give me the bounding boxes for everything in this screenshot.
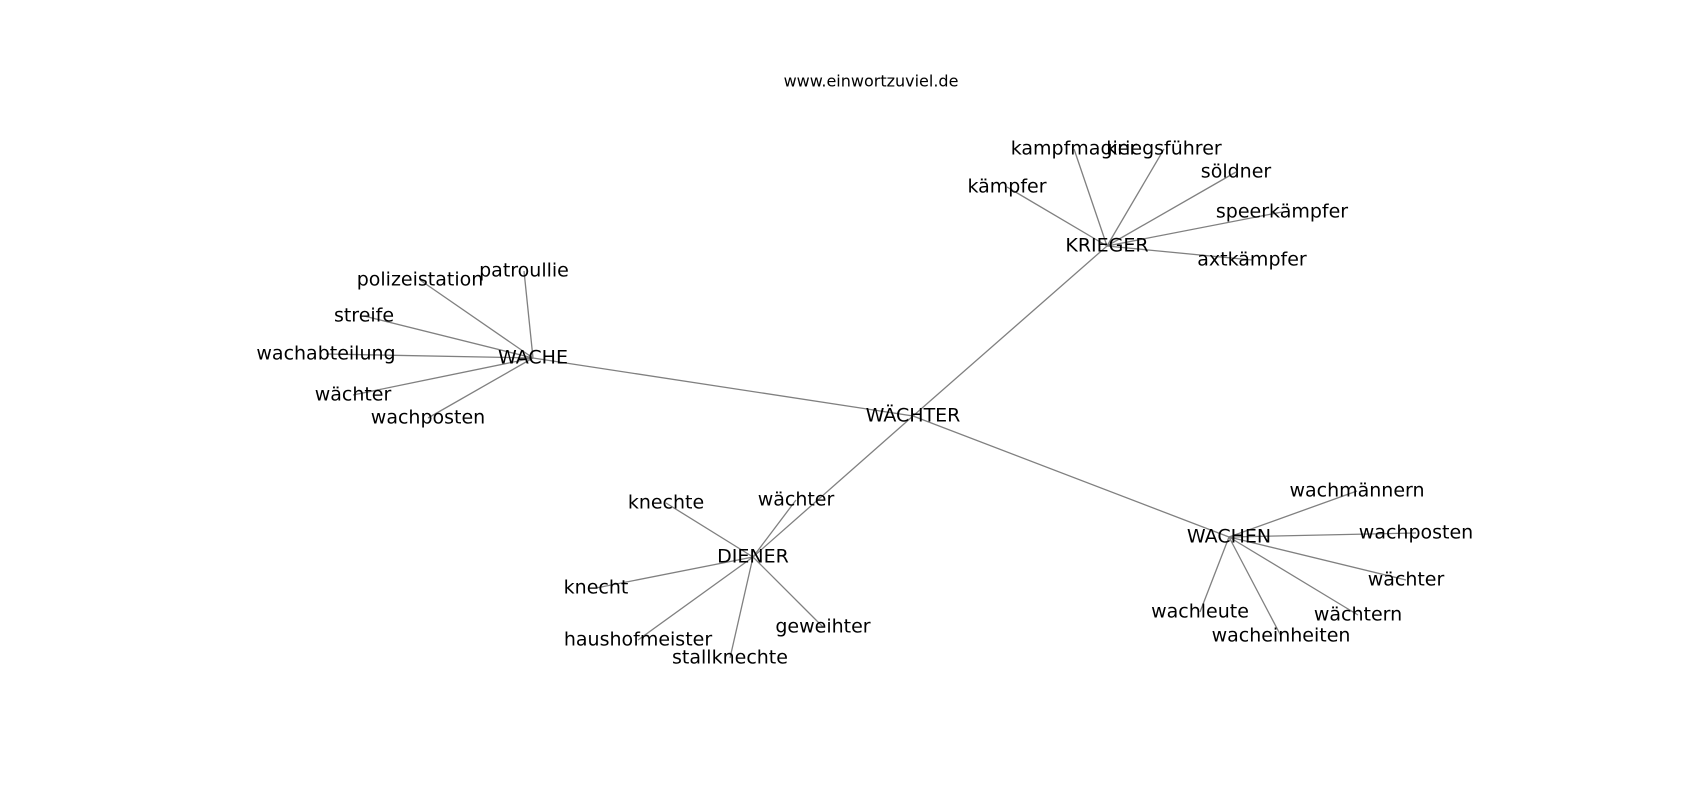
leaf-node-wache-wachposten: wachposten [371,407,485,429]
leaf-node-diener-haushofmeister: haushofmeister [564,629,712,651]
leaf-node-wache-polizeistation: polizeistation [357,269,484,291]
edge-wachen-to-wachen-wachleute [1199,536,1230,613]
hub-node-diener: DIENER [717,546,789,568]
leaf-node-wachen-waechtern: wächtern [1314,604,1402,626]
leaf-node-krieger-kaempfer: kämpfer [967,176,1046,198]
leaf-node-wachen-wacheinheiten: wacheinheiten [1212,625,1351,647]
edge-diener-to-diener-waechter [752,499,797,558]
hub-node-wachen: WACHEN [1187,526,1271,548]
edge-diener-to-diener-geweihter [752,556,824,628]
leaf-node-wache-patroullie: patroullie [479,260,569,282]
edge-wache-to-wache-wachabteilung [325,353,534,359]
edge-wache-to-wache-wachposten [427,357,534,419]
graph-nodes: WÄCHTER WACHE KRIEGER DIENER WACHEN patroulli… [256,138,1473,669]
leaf-node-wache-wachabteilung: wachabteilung [256,343,395,365]
leaf-node-krieger-speerkaempfer: speerkämpfer [1216,201,1348,223]
edge-diener-to-diener-knechte [665,502,754,558]
leaf-node-krieger-kampfmagier: kampfmagier [1011,138,1138,160]
leaf-node-wachen-wachleute: wachleute [1151,601,1249,623]
edge-diener-to-diener-knecht [595,556,754,589]
edge-wache-to-wache-polizeistation [419,279,534,359]
graph-edges [325,148,1417,659]
source-url: www.einwortzuviel.de [784,72,959,91]
leaf-node-diener-knechte: knechte [628,492,704,514]
hub-node-krieger: KRIEGER [1065,235,1148,257]
leaf-node-diener-waechter: wächter [758,489,835,511]
leaf-node-krieger-soeldner: söldner [1201,161,1272,183]
edge-krieger-to-krieger-speerkaempfer [1106,211,1283,247]
hub-node-wache: WACHE [498,347,568,369]
edge-krieger-to-krieger-kaempfer [1006,186,1108,247]
edge-wachen-to-wachen-waechtern [1228,536,1359,616]
leaf-node-wache-waechter: wächter [315,384,392,406]
edge-waechter-to-wachen [912,415,1230,538]
leaf-node-diener-knecht: knecht [564,577,629,599]
leaf-node-krieger-axtkaempfer: axtkämpfer [1197,249,1307,271]
edge-krieger-to-krieger-axtkaempfer [1106,245,1253,261]
edge-krieger-to-krieger-kriegsfuehrer [1106,148,1165,247]
edge-wachen-to-wachen-wachmaennern [1228,490,1358,538]
edge-wache-to-wache-waechter [352,357,534,396]
edge-waechter-to-krieger [912,245,1108,417]
edge-diener-to-diener-stallknechte [729,556,754,659]
hub-node-waechter: WÄCHTER [866,404,961,427]
edge-waechter-to-wache [532,357,914,417]
leaf-node-diener-geweihter: geweihter [775,616,870,638]
leaf-node-wachen-wachposten: wachposten [1359,522,1473,544]
edge-waechter-to-diener [752,415,914,558]
leaf-node-wache-streife: streife [334,305,394,327]
leaf-node-wachen-wachmaennern: wachmännern [1289,480,1424,502]
edge-wachen-to-wachen-wacheinheiten [1228,536,1282,637]
edge-wachen-to-wachen-wachposten [1228,532,1417,538]
leaf-node-wachen-waechter: wächter [1368,569,1445,591]
edge-wache-to-wache-patroullie [523,270,534,359]
edge-wache-to-wache-streife [363,315,534,359]
edge-diener-to-diener-haushofmeister [637,556,754,641]
edge-krieger-to-krieger-soeldner [1106,171,1237,247]
leaf-node-diener-stallknechte: stallknechte [672,647,788,669]
edge-wachen-to-wachen-waechter [1228,536,1407,581]
leaf-node-krieger-kriegsfuehrer: kriegsführer [1106,138,1222,160]
edge-krieger-to-krieger-kampfmagier [1073,148,1108,247]
